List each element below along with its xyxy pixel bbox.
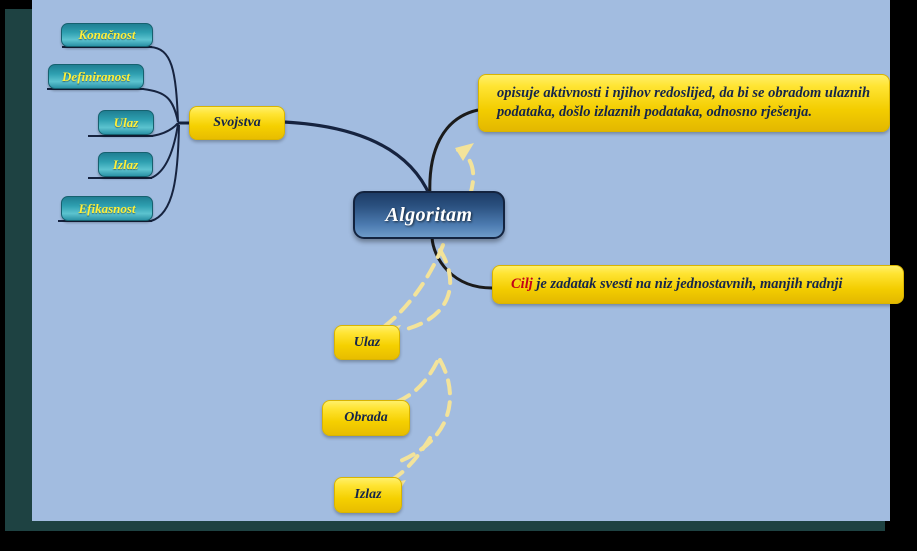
callout-goal[interactable]: Cilj je zadatak svesti na niz jednostavn… <box>492 265 904 305</box>
flow-step-izlaz[interactable]: Izlaz <box>334 477 402 513</box>
node-algoritam-label: Algoritam <box>385 203 473 226</box>
pill-ulaz[interactable]: Ulaz <box>98 110 154 135</box>
pill-konacnost[interactable]: Konačnost <box>61 23 153 47</box>
pill-efikasnost[interactable]: Efikasnost <box>61 196 153 221</box>
node-algoritam[interactable]: Algoritam <box>353 191 505 239</box>
node-svojstva[interactable]: Svojstva <box>189 106 285 140</box>
flow-step-izlaz-label: Izlaz <box>354 487 382 502</box>
flow-step-ulaz[interactable]: Ulaz <box>334 325 400 360</box>
rule-konacnost <box>62 46 152 48</box>
rule-ulaz <box>88 135 153 137</box>
pill-ulaz-label: Ulaz <box>113 114 139 130</box>
rule-definiranost <box>47 88 144 90</box>
callout-description-text: opisuje aktivnosti i njihov redoslijed, … <box>497 85 871 121</box>
flow-step-ulaz-label: Ulaz <box>353 334 381 350</box>
node-svojstva-label: Svojstva <box>213 115 261 130</box>
pill-efikasnost-label: Efikasnost <box>78 200 136 216</box>
callout-description[interactable]: opisuje aktivnosti i njihov redoslijed, … <box>478 74 890 133</box>
flow-step-obrada[interactable]: Obrada <box>322 400 410 436</box>
rule-izlaz <box>88 177 152 179</box>
pill-izlaz[interactable]: Izlaz <box>98 152 153 177</box>
flow-step-obrada-label: Obrada <box>344 410 388 425</box>
pill-konacnost-label: Konačnost <box>78 27 136 42</box>
pill-definiranost-label: Definiranost <box>62 68 130 84</box>
callout-goal-highlight: Cilj <box>511 276 533 292</box>
callout-goal-text: je zadatak svesti na niz jednostavnih, m… <box>532 276 843 292</box>
pill-izlaz-label: Izlaz <box>112 156 139 172</box>
rule-efikasnost <box>58 220 152 222</box>
pill-definiranost[interactable]: Definiranost <box>48 64 144 89</box>
